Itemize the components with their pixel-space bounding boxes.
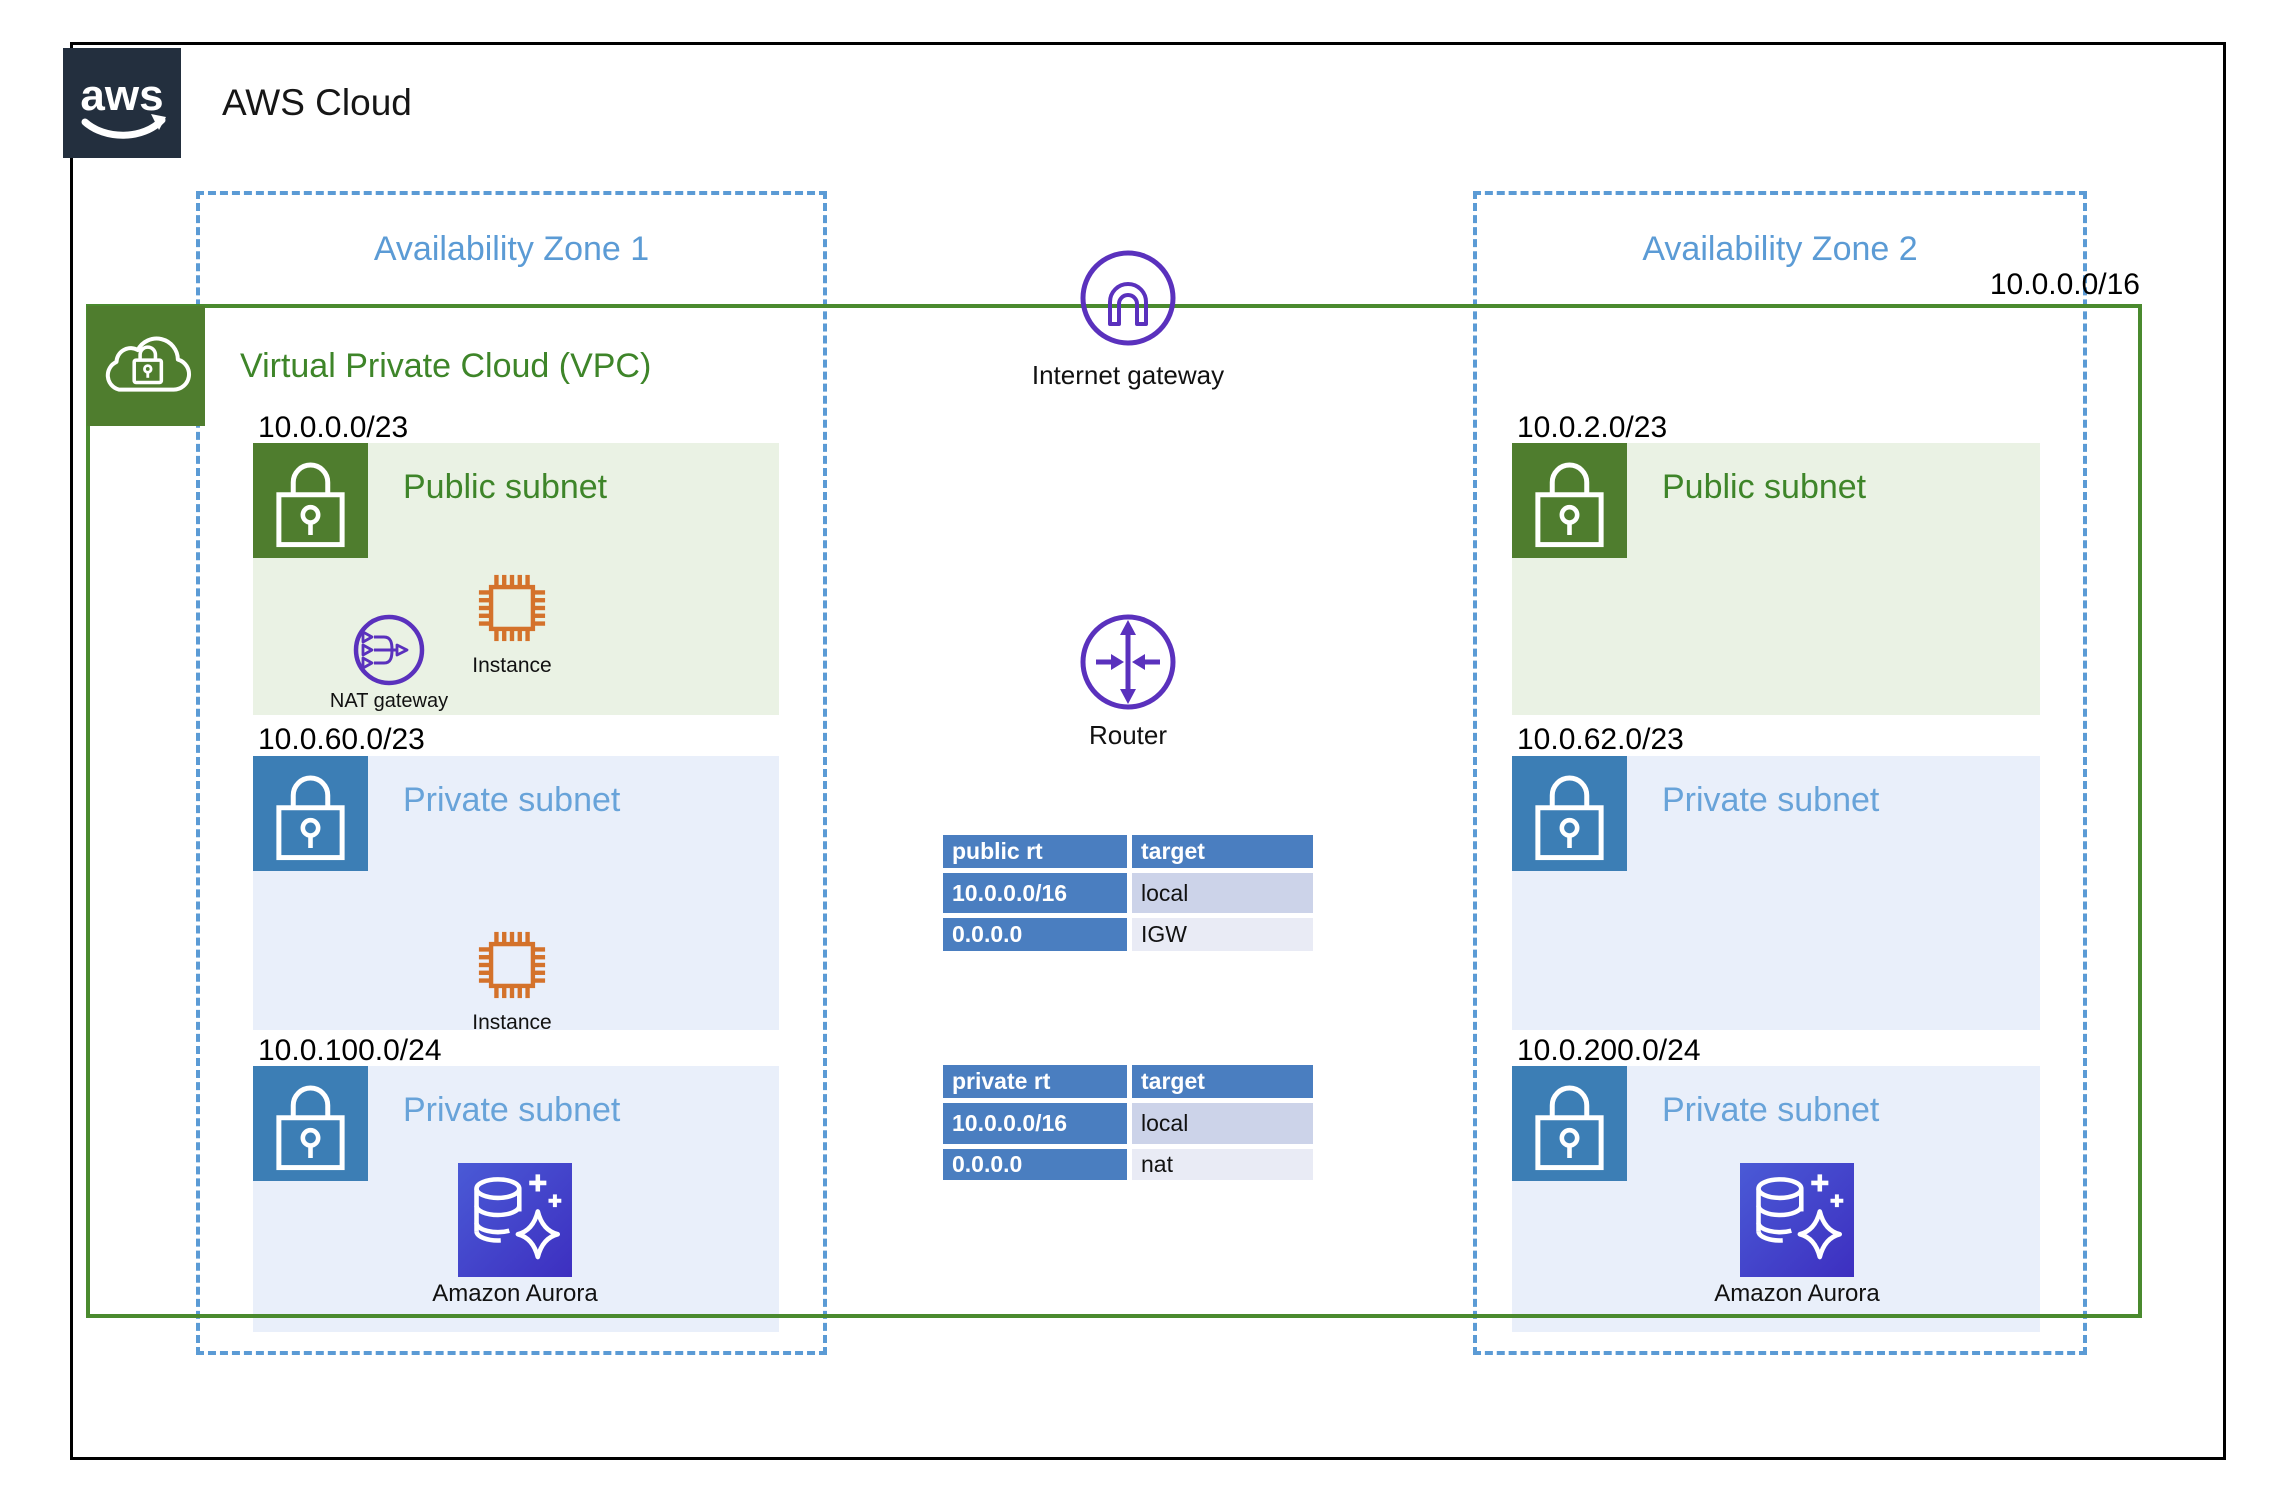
router-label: Router: [1088, 720, 1168, 750]
az1-private-subnet-2-title: Private subnet: [403, 1091, 621, 1129]
aurora-icon: [1740, 1163, 1854, 1277]
az1-label: Availability Zone 1: [373, 230, 650, 268]
rt-cell-dest: 10.0.0.0/16: [943, 1103, 1127, 1144]
instance-icon: [478, 574, 546, 642]
instance-label: Instance: [472, 654, 552, 677]
rt-cell-dest: 0.0.0.0: [943, 1149, 1127, 1180]
az1-private-subnet-2-cidr: 10.0.100.0/24: [258, 1034, 442, 1067]
svg-text:aws: aws: [80, 71, 163, 120]
az2-private-subnet-2-title: Private subnet: [1662, 1091, 1880, 1129]
rt-cell-target: IGW: [1132, 918, 1313, 951]
aurora-label: Amazon Aurora: [432, 1280, 598, 1307]
rt-cell-target: local: [1132, 1103, 1313, 1144]
rt-header-name: public rt: [943, 835, 1127, 868]
router-icon: [1080, 614, 1176, 710]
instance-icon: [478, 931, 546, 999]
instance-label: Instance: [472, 1011, 552, 1034]
vpc-frame: [86, 304, 2142, 1318]
internet-gateway-icon: [1080, 250, 1176, 346]
diagram-title: AWS Cloud: [222, 82, 412, 123]
private-subnet-icon: [1512, 756, 1627, 871]
aurora-icon: [458, 1163, 572, 1277]
availability-zone-1-frame: [196, 191, 827, 1355]
rt-cell-dest: 10.0.0.0/16: [943, 873, 1127, 913]
az1-public-subnet-cidr: 10.0.0.0/23: [258, 411, 409, 444]
nat-gateway-label: NAT gateway: [329, 690, 449, 712]
public-route-table: public rt target 10.0.0.0/16 local 0.0.0…: [943, 835, 1313, 951]
az2-label: Availability Zone 2: [1642, 230, 1918, 268]
aws-smile-icon: [81, 116, 166, 139]
private-subnet-icon: [253, 1066, 368, 1181]
rt-header-name: private rt: [943, 1065, 1127, 1098]
rt-cell-target: local: [1132, 873, 1313, 913]
internet-gateway-label: Internet gateway: [1031, 360, 1225, 390]
vpc-label: Virtual Private Cloud (VPC): [240, 347, 652, 385]
rt-header-target: target: [1132, 1065, 1313, 1098]
public-subnet-icon: [253, 443, 368, 558]
private-route-table: private rt target 10.0.0.0/16 local 0.0.…: [943, 1065, 1313, 1180]
nat-gateway-icon: [353, 614, 425, 686]
az1-private-subnet-1-cidr: 10.0.60.0/23: [258, 723, 425, 756]
availability-zone-2-frame: [1473, 191, 2087, 1355]
az1-private-subnet-1-title: Private subnet: [403, 781, 621, 819]
rt-cell-dest: 0.0.0.0: [943, 918, 1127, 951]
private-subnet-icon: [1512, 1066, 1627, 1181]
aurora-label: Amazon Aurora: [1714, 1280, 1880, 1307]
rt-cell-target: nat: [1132, 1149, 1313, 1180]
aws-cloud-frame: [70, 42, 2226, 1460]
public-subnet-icon: [1512, 443, 1627, 558]
private-subnet-icon: [253, 756, 368, 871]
aws-logo: aws: [63, 48, 181, 158]
vpc-icon: [87, 306, 205, 426]
vpc-cloud-lock-icon: [105, 336, 192, 392]
vpc-cidr: 10.0.0.0/16: [1989, 268, 2140, 301]
aws-logo-icon: aws: [80, 71, 166, 139]
aws-smile-arrow-icon: [151, 114, 166, 130]
rt-header-target: target: [1132, 835, 1313, 868]
az2-private-subnet-1-title: Private subnet: [1662, 781, 1880, 819]
az1-public-subnet-title: Public subnet: [403, 468, 608, 506]
az2-public-subnet-title: Public subnet: [1662, 468, 1867, 506]
az2-public-subnet-cidr: 10.0.2.0/23: [1517, 411, 1668, 444]
az2-private-subnet-1-cidr: 10.0.62.0/23: [1517, 723, 1684, 756]
az2-private-subnet-2-cidr: 10.0.200.0/24: [1517, 1034, 1701, 1067]
